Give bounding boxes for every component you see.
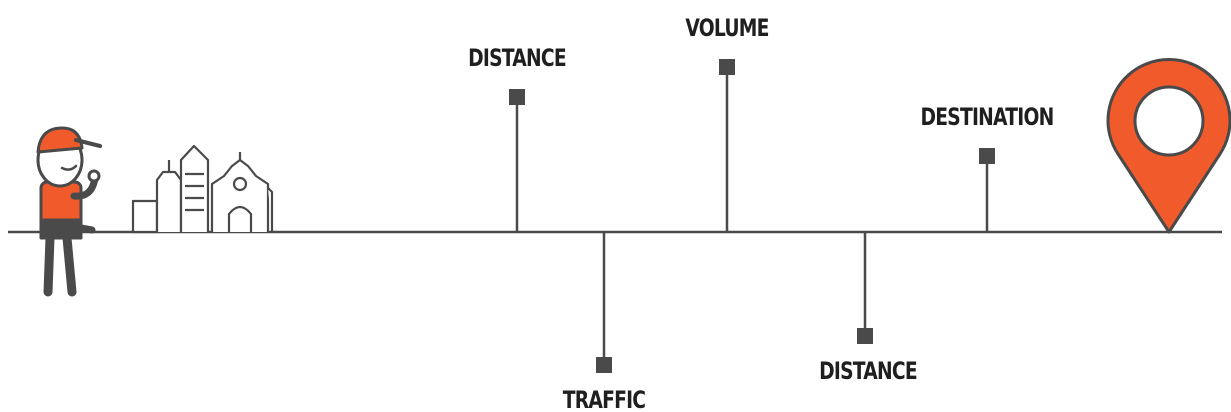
marker-distance-2 [857,328,873,344]
location-pin-icon [1106,58,1231,234]
marker-destination [979,148,995,164]
milestone-label-distance-1: DISTANCE [468,44,567,72]
marker-traffic [596,357,612,373]
person-icon [36,126,102,297]
marker-volume [719,59,735,75]
milestone-label-distance-2: DISTANCE [819,357,918,385]
marker-distance-1 [509,89,525,105]
milestone-label-destination: DESTINATION [920,103,1055,131]
city-skyline-icon [131,144,274,234]
milestone-label-volume: VOLUME [685,14,769,42]
milestone-label-traffic: TRAFFIC [562,386,646,412]
